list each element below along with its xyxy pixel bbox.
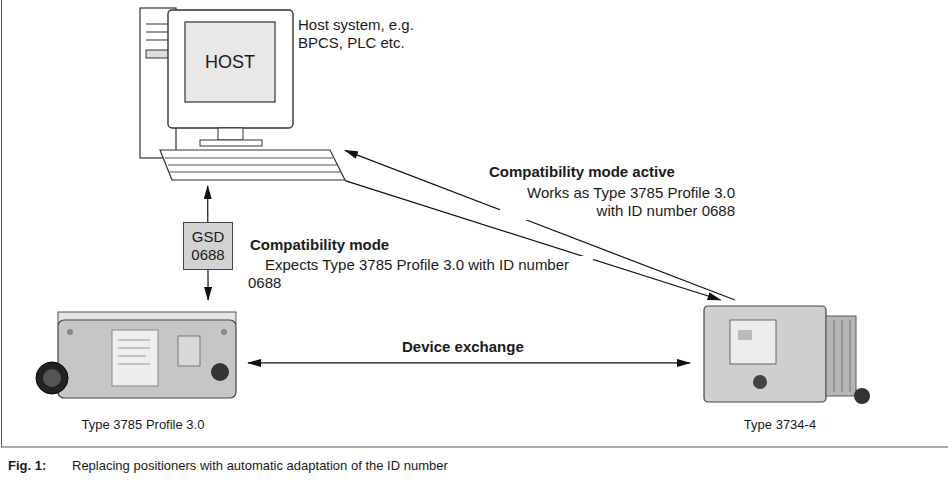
figure-number: Fig. 1: xyxy=(8,457,46,475)
mode-heading: Compatibility mode active xyxy=(487,163,677,181)
mode-description: Works as Type 3785 Profile 3.0 with ID n… xyxy=(500,184,735,220)
frame-line xyxy=(1,447,948,448)
positioner-device: Type 3785 Profile 3.0 xyxy=(38,300,248,443)
device-caption: Type 3785 Profile 3.0 xyxy=(38,414,248,434)
host-description: Host system, e.g. BPCS, PLC etc. xyxy=(298,16,433,52)
positioner-device: Type 3734-4 xyxy=(690,300,870,443)
gsd-box: GSD 0688 xyxy=(183,222,233,270)
mode-description: Expects Type 3785 Profile 3.0 with ID nu… xyxy=(248,256,593,292)
connector-arrow xyxy=(248,362,690,363)
frame-line xyxy=(1,0,2,447)
positioner-3785-illustration xyxy=(36,312,236,398)
screen-label: HOST xyxy=(185,22,275,102)
exchange-label: Device exchange xyxy=(400,338,526,356)
positioner-3734-illustration xyxy=(704,306,870,404)
figure-caption: Replacing positioners with automatic ada… xyxy=(72,457,448,475)
mode-heading: Compatibility mode xyxy=(248,236,391,254)
device-caption: Type 3734-4 xyxy=(690,414,870,434)
